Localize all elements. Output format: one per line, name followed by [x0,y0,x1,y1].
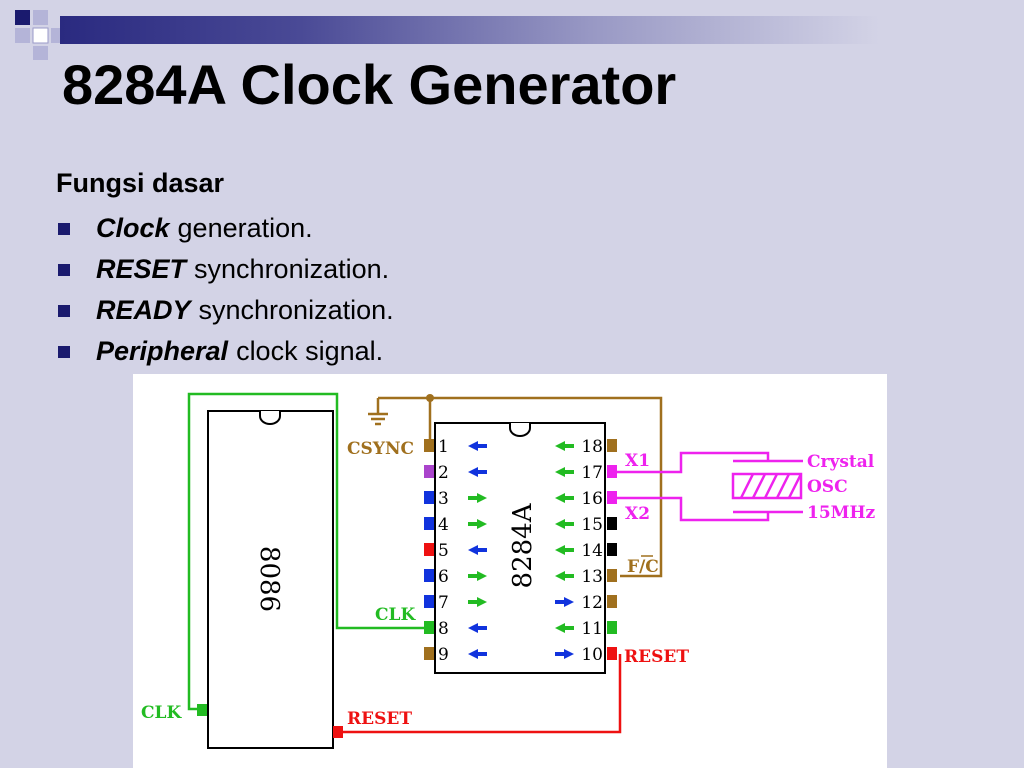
osc-label: OSC [807,477,848,497]
chip-label: 8284A [508,502,538,588]
pin-number: 2 [438,463,449,483]
crystal-label: Crystal [807,452,875,472]
cpu-8086-body [207,410,334,749]
cpu-clk-pin [197,704,207,716]
bullet-text: clock signal. [236,336,384,366]
pin-number: 7 [438,593,449,613]
x1-label: X1 [625,451,650,471]
frequency-label: 15MHz [807,503,876,523]
fc-label: F/C [627,557,659,577]
bullet-keyword: RESET [96,254,187,284]
chip-reset-label: RESET [624,647,689,667]
pin-number: 5 [438,541,449,561]
pin-number: 16 [581,489,603,509]
pin-number: 18 [581,437,603,457]
chip-notch [509,423,531,437]
x2-label: X2 [625,504,650,524]
pin-number: 15 [581,515,603,535]
bullet-text: synchronization. [198,295,394,325]
pin-number: 3 [438,489,449,509]
pin-number: 10 [581,645,603,665]
red-reset-wires [343,654,622,734]
pin-number: 6 [438,567,449,587]
circuit-diagram: 8086 8284A [133,374,887,768]
chip-clk-label: CLK [375,605,416,625]
square-bullet-icon [58,304,70,317]
slide-title: 8284A Clock Generator [62,53,677,116]
pin-number: 12 [581,593,603,613]
corner-decoration [15,10,66,60]
bullet-text: synchronization. [194,254,390,284]
magenta-crystal-wires [616,451,803,522]
green-clk-wires [187,392,430,711]
left-pins [424,439,434,660]
cpu-clk-label: CLK [141,703,182,723]
circuit-svg: 8086 8284A [141,392,876,749]
cpu-reset-pin [333,726,343,738]
header-gradient-bar [60,16,1024,44]
pin-number: 11 [581,619,603,639]
pin-number: 17 [581,463,603,483]
bullet-keyword: Peripheral [96,336,229,366]
pin-number: 14 [581,541,603,561]
bullet-text: generation. [177,213,313,243]
bullet-keyword: Clock [96,213,170,243]
pin-number: 9 [438,645,449,665]
csync-label: CSYNC [347,439,414,459]
cpu-label: 8086 [254,546,284,612]
square-bullet-icon [58,345,70,358]
pin-number: 1 [438,437,449,457]
brown-wires [368,396,663,578]
left-arrow-icons [468,441,487,659]
left-pin-numbers: 1 2 3 4 5 6 7 8 9 [438,437,449,665]
junction-dot [426,394,434,402]
pin-number: 4 [438,515,449,535]
right-arrow-icons [555,441,574,659]
chip-8284a-body [434,422,606,674]
right-pins [607,439,617,660]
pin-number: 13 [581,567,603,587]
square-bullet-icon [58,222,70,235]
cpu-reset-label: RESET [347,709,412,729]
pin-number: 8 [438,619,449,639]
square-bullet-icon [58,263,70,276]
bullet-keyword: READY [96,295,191,325]
cpu-notch [259,411,281,425]
slide-subtitle: Fungsi dasar [56,168,225,198]
right-pin-numbers: 18 17 16 15 14 13 12 11 10 [581,437,603,665]
